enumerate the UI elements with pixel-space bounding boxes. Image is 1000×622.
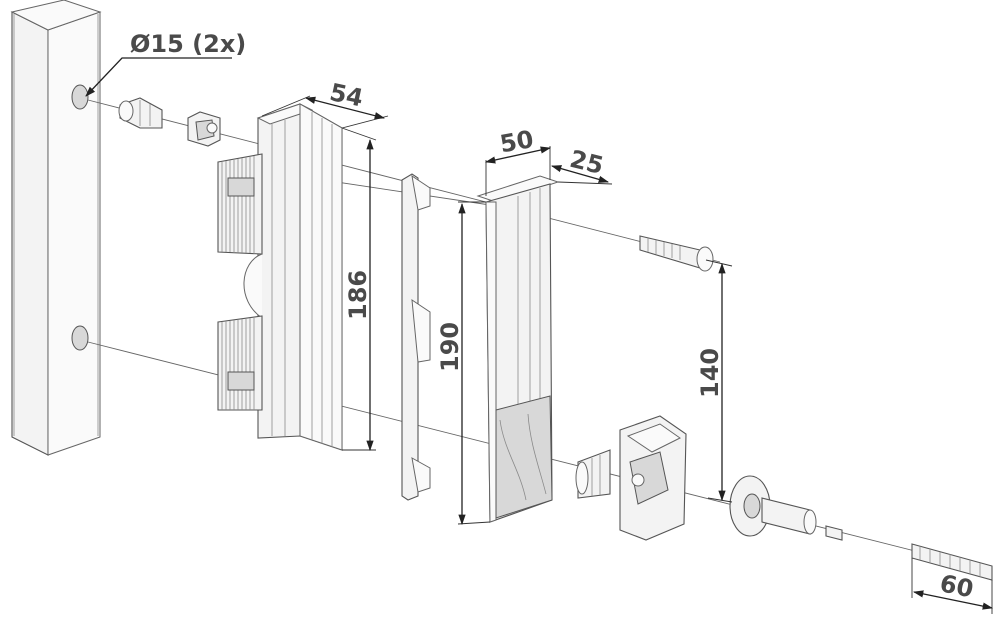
dimension-25-label: 25	[567, 145, 606, 180]
dimension-140-label: 140	[696, 348, 724, 398]
square-nut-insert	[187, 111, 221, 147]
upper-hole	[71, 84, 89, 110]
countersunk-screw	[639, 235, 714, 272]
dimension-hole-label: Ø15 (2x)	[130, 30, 246, 58]
dimension-54-label: 54	[327, 78, 365, 112]
mounting-bracket	[217, 103, 343, 451]
lock-housing	[476, 175, 560, 523]
upper-tab-ribs	[221, 156, 255, 254]
threaded-sleeve	[761, 497, 817, 535]
dimension-60-label: 60	[937, 569, 975, 603]
set-screw	[825, 525, 843, 541]
dimension-50-label: 50	[498, 125, 536, 158]
spacer-plate	[401, 173, 431, 501]
lower-hole	[71, 325, 89, 351]
latch-cylinder	[575, 449, 611, 499]
lower-tab-ribs	[221, 318, 255, 410]
gate-post	[10, 0, 102, 456]
dimension-lines	[85, 57, 994, 614]
dimension-186-label: 186	[344, 270, 372, 320]
washer	[729, 475, 771, 537]
dimension-190-label: 190	[436, 322, 464, 372]
expansion-sleeve	[118, 97, 163, 129]
keeper-plate	[619, 415, 687, 541]
